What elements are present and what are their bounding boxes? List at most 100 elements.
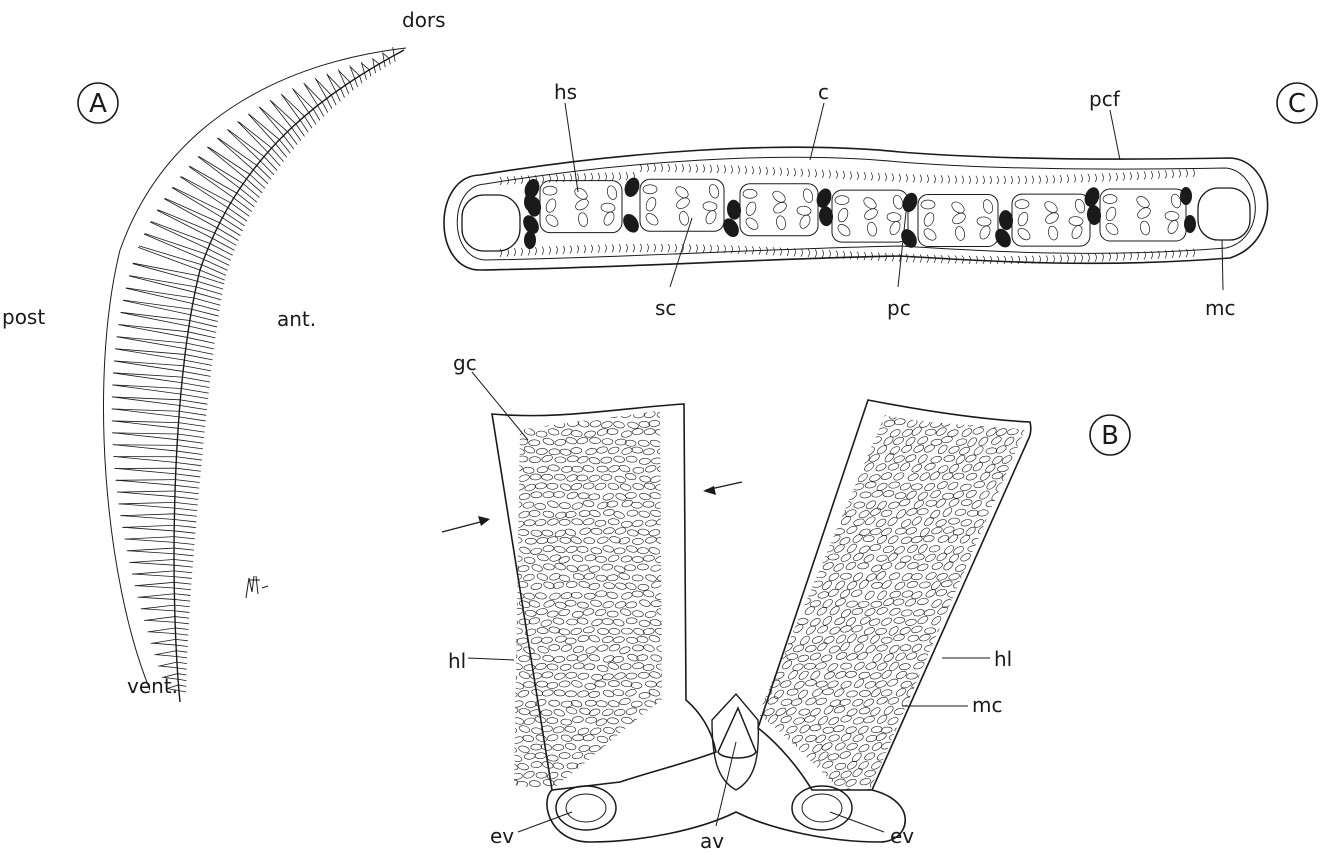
gill-cell bbox=[597, 664, 609, 672]
gill-cell bbox=[1020, 715, 1032, 724]
gill-cell bbox=[660, 672, 672, 681]
gill-cell bbox=[882, 545, 894, 554]
gill-cell bbox=[805, 734, 817, 743]
gill-cell bbox=[857, 724, 869, 735]
lamella bbox=[175, 628, 188, 630]
gill-cell bbox=[840, 714, 852, 723]
gill-cell bbox=[966, 398, 978, 410]
label-hl-left: hl bbox=[448, 649, 466, 673]
gill-cell bbox=[632, 575, 643, 582]
gill-cell bbox=[1025, 510, 1037, 519]
lamella bbox=[182, 383, 209, 388]
gill-cell bbox=[820, 489, 832, 500]
gill-cell bbox=[871, 601, 883, 608]
gill-cell bbox=[996, 553, 1008, 564]
flange bbox=[689, 244, 691, 252]
gill-cell bbox=[936, 551, 948, 562]
flange bbox=[906, 174, 908, 182]
gill-cell bbox=[931, 399, 943, 410]
gill-cell bbox=[577, 690, 589, 698]
gill-cell bbox=[614, 475, 626, 484]
gill-cell bbox=[542, 510, 554, 518]
gill-cell bbox=[982, 607, 994, 618]
label-sc: sc bbox=[655, 296, 676, 320]
gill-cell bbox=[648, 528, 660, 536]
gill-cell bbox=[632, 556, 643, 562]
gill-cell bbox=[798, 669, 810, 681]
gill-cell bbox=[876, 644, 888, 652]
gill-cell bbox=[943, 688, 955, 700]
gill-cell bbox=[925, 429, 937, 436]
gill-cell bbox=[997, 465, 1009, 473]
gill-cell bbox=[637, 636, 649, 644]
gill-cell bbox=[948, 517, 960, 524]
gill-cell bbox=[524, 753, 536, 760]
gill-cell bbox=[805, 465, 817, 474]
gill-cell bbox=[648, 634, 660, 643]
gill-cell bbox=[984, 407, 997, 418]
lamella bbox=[147, 628, 175, 632]
gill-cell bbox=[834, 420, 846, 429]
gill-cell bbox=[499, 610, 511, 618]
red-blood-cell bbox=[704, 209, 718, 226]
lamella bbox=[176, 457, 201, 460]
lamella bbox=[135, 582, 174, 586]
gill-cell bbox=[595, 681, 606, 688]
gill-cell bbox=[871, 419, 883, 429]
gill-cell bbox=[767, 591, 779, 599]
gill-cell bbox=[517, 689, 529, 698]
gill-cell bbox=[506, 437, 517, 444]
gill-cell bbox=[644, 410, 656, 418]
gill-cell bbox=[982, 589, 994, 598]
flange bbox=[822, 250, 824, 258]
flange bbox=[815, 169, 817, 177]
label-ev-right: ev bbox=[890, 824, 914, 848]
gill-cell bbox=[645, 681, 656, 688]
panel-a: A dors post ant. vent. bbox=[2, 8, 446, 702]
lamella bbox=[249, 114, 279, 139]
gill-cell bbox=[875, 462, 888, 472]
red-blood-cell bbox=[802, 188, 815, 204]
gill-cell bbox=[547, 734, 559, 742]
gill-cell bbox=[859, 690, 871, 697]
gill-cell bbox=[511, 556, 522, 563]
gill-cell bbox=[499, 788, 510, 795]
gill-cell bbox=[978, 722, 991, 733]
gill-cell bbox=[668, 611, 680, 618]
gill-cell bbox=[791, 444, 803, 456]
gill-cell bbox=[751, 580, 763, 589]
gill-cell bbox=[858, 544, 871, 554]
gill-cell bbox=[1021, 752, 1033, 763]
lamella bbox=[198, 156, 240, 188]
gill-cell bbox=[906, 418, 919, 429]
gill-cell bbox=[603, 509, 615, 516]
red-blood-cell bbox=[978, 224, 992, 241]
lamella bbox=[180, 400, 207, 404]
gill-cell bbox=[864, 680, 876, 689]
gill-cell bbox=[805, 517, 817, 527]
lamella bbox=[139, 246, 202, 265]
gill-cell bbox=[625, 565, 636, 571]
gill-cell bbox=[864, 445, 876, 457]
gill-cell bbox=[1002, 742, 1015, 753]
gill-cell bbox=[639, 421, 650, 427]
gill-cell bbox=[632, 428, 644, 436]
gill-cell bbox=[578, 580, 590, 589]
lamella bbox=[160, 666, 178, 668]
gill-cell bbox=[666, 626, 678, 635]
flange bbox=[962, 176, 964, 184]
gill-cell bbox=[899, 788, 911, 796]
gill-cell bbox=[767, 481, 779, 492]
gill-cell bbox=[859, 707, 871, 715]
gill-cell bbox=[978, 759, 990, 767]
gill-cell bbox=[607, 574, 619, 581]
gill-cell bbox=[499, 699, 511, 708]
gill-cell bbox=[566, 672, 578, 679]
gill-cell bbox=[516, 781, 527, 788]
gill-cell bbox=[893, 598, 905, 606]
gill-cell bbox=[535, 698, 547, 707]
gill-cell bbox=[566, 545, 578, 553]
lamella bbox=[113, 373, 182, 383]
gill-cell bbox=[959, 767, 971, 779]
flange bbox=[1172, 170, 1174, 178]
